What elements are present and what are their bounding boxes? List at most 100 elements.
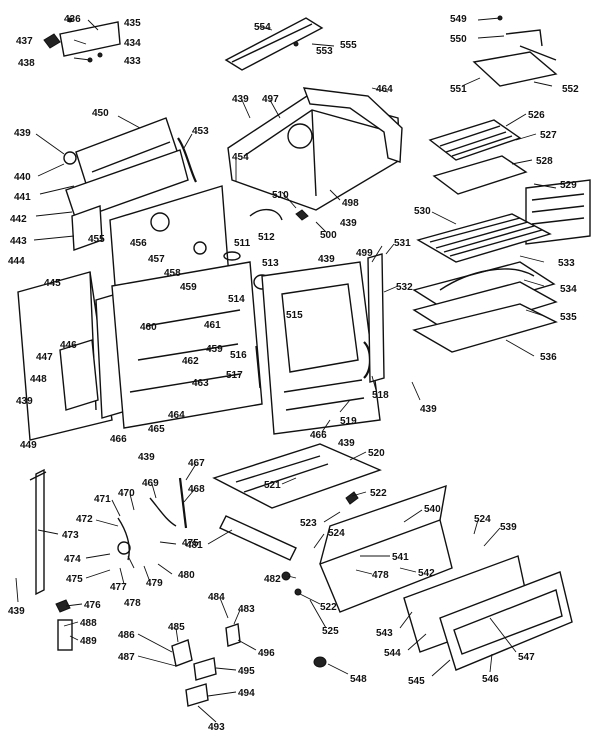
label-526: 526 [528, 110, 545, 121]
label-524-b: 524 [474, 514, 491, 525]
cooktop-frame [227, 87, 403, 211]
label-442: 442 [10, 214, 27, 225]
label-480: 480 [178, 570, 195, 581]
label-444: 444 [8, 256, 25, 267]
label-468: 468 [188, 484, 205, 495]
label-551: 551 [450, 84, 467, 95]
label-500: 500 [320, 230, 337, 241]
label-531: 531 [394, 238, 411, 249]
label-494: 494 [238, 688, 255, 699]
label-527: 527 [540, 130, 557, 141]
label-464: 464 [168, 410, 185, 421]
label-495: 495 [238, 666, 255, 677]
label-433: 433 [124, 56, 141, 67]
label-457: 457 [148, 254, 165, 265]
label-472: 472 [76, 514, 93, 525]
label-439-g: 439 [338, 438, 355, 449]
oven-liner-body [109, 137, 263, 429]
label-439-d: 439 [232, 94, 249, 105]
label-518: 518 [372, 390, 389, 401]
label-460: 460 [140, 322, 157, 333]
label-535: 535 [560, 312, 577, 323]
label-513: 513 [262, 258, 279, 269]
label-555: 555 [340, 40, 357, 51]
label-554: 554 [254, 22, 271, 33]
leader-lines [15, 17, 557, 723]
label-496: 496 [258, 648, 275, 659]
label-476: 476 [84, 600, 101, 611]
label-522-a: 522 [370, 488, 387, 499]
label-439-a: 439 [14, 128, 31, 139]
part-number-labels: 435 436 437 438 434 433 554 555 553 549 … [8, 14, 579, 733]
label-489: 489 [80, 636, 97, 647]
label-515: 515 [286, 310, 303, 321]
label-522-b: 522 [320, 602, 337, 613]
kick-plate [219, 515, 297, 561]
label-461: 461 [204, 320, 221, 331]
label-456: 456 [130, 238, 147, 249]
label-512: 512 [258, 232, 275, 243]
label-541: 541 [392, 552, 409, 563]
label-471: 471 [94, 494, 111, 505]
label-475-b: 475 [182, 538, 199, 549]
label-529: 529 [560, 180, 577, 191]
label-450: 450 [92, 108, 109, 119]
label-440: 440 [14, 172, 31, 183]
label-552: 552 [562, 84, 579, 95]
label-546: 546 [482, 674, 499, 685]
bracket-assembly-top-left [43, 17, 121, 63]
label-439-f: 439 [318, 254, 335, 265]
label-493: 493 [208, 722, 225, 733]
label-514: 514 [228, 294, 245, 305]
label-488: 488 [80, 618, 97, 629]
label-436: 436 [64, 14, 81, 25]
label-549: 549 [450, 14, 467, 25]
label-466-a: 466 [110, 434, 127, 445]
label-519: 519 [340, 416, 357, 427]
label-465: 465 [148, 424, 165, 435]
label-499: 499 [356, 248, 373, 259]
label-437: 437 [16, 36, 33, 47]
label-481: 481 [186, 540, 203, 551]
label-439-e: 439 [340, 218, 357, 229]
label-459-b: 459 [206, 344, 223, 355]
label-479: 479 [146, 578, 163, 589]
label-477: 477 [110, 582, 127, 593]
label-550: 550 [450, 34, 467, 45]
label-553: 553 [316, 46, 333, 57]
label-469: 469 [142, 478, 159, 489]
oven-door-frame [255, 261, 381, 435]
label-467: 467 [188, 458, 205, 469]
vent-trim-top-center [224, 17, 324, 71]
label-466-b: 466 [310, 430, 327, 441]
label-510: 510 [272, 190, 289, 201]
label-533: 533 [558, 258, 575, 269]
small-bottom-parts [171, 571, 327, 707]
label-511: 511 [234, 238, 251, 249]
label-536: 536 [540, 352, 557, 363]
label-439-c: 439 [138, 452, 155, 463]
label-434: 434 [124, 38, 141, 49]
broil-pan-and-racks [412, 119, 591, 353]
label-498: 498 [342, 198, 359, 209]
label-548: 548 [350, 674, 367, 685]
label-478-a: 478 [124, 598, 141, 609]
label-443: 443 [10, 236, 27, 247]
label-484: 484 [208, 592, 225, 603]
label-544: 544 [384, 648, 401, 659]
label-462: 462 [182, 356, 199, 367]
label-438: 438 [18, 58, 35, 69]
storage-drawer [319, 484, 573, 671]
side-trim-strip [367, 253, 385, 383]
rack-bracket-top-right [472, 15, 558, 87]
label-482: 482 [264, 574, 281, 585]
label-459-a: 459 [180, 282, 197, 293]
bottom-frame [212, 443, 382, 509]
label-463: 463 [192, 378, 209, 389]
label-487: 487 [118, 652, 135, 663]
label-521: 521 [264, 480, 281, 491]
label-449: 449 [20, 440, 37, 451]
label-525: 525 [322, 626, 339, 637]
label-532: 532 [396, 282, 413, 293]
